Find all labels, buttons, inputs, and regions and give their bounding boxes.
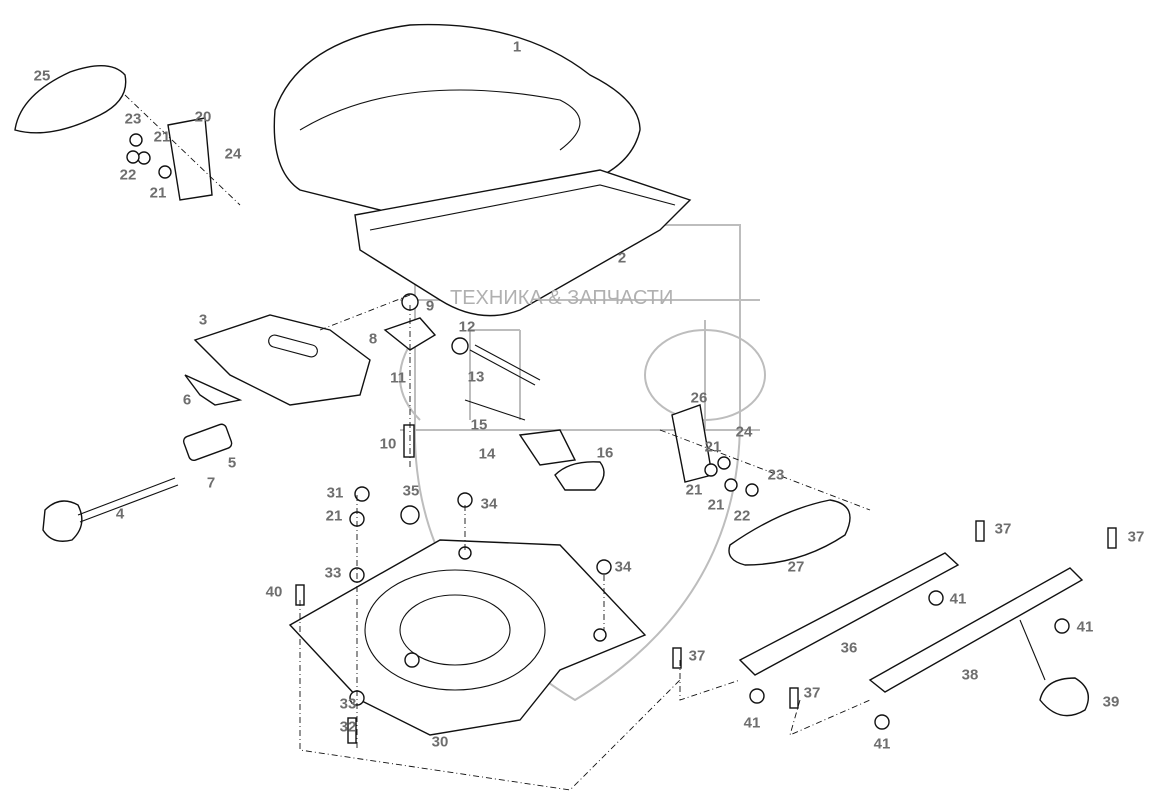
rod-13 — [469, 344, 541, 386]
part-label: 21 — [685, 481, 703, 499]
part-label: 37 — [994, 520, 1012, 538]
part-label: 4 — [115, 505, 125, 523]
bracket-6 — [184, 374, 243, 406]
part-label: 26 — [690, 389, 708, 407]
part-label: 35 — [402, 482, 420, 500]
cover-plate — [193, 314, 371, 406]
part-label: 25 — [33, 67, 51, 85]
part-label: 41 — [743, 714, 761, 732]
part-label: 21 — [325, 507, 343, 525]
bracket-20 — [167, 117, 213, 201]
part-label: 20 — [194, 108, 212, 126]
part-label: 15 — [470, 416, 488, 434]
seat-cushion — [273, 23, 641, 227]
part-label: 3 — [198, 311, 208, 329]
part-label: 6 — [182, 391, 192, 409]
part-label: 40 — [265, 583, 283, 601]
part-label: 13 — [467, 368, 485, 386]
armrest-right — [728, 499, 851, 566]
latch-handle-39 — [1039, 677, 1089, 717]
part-label: 38 — [961, 666, 979, 684]
armrest-left — [14, 65, 127, 134]
seat-pan — [354, 169, 692, 317]
part-label: 31 — [326, 484, 344, 502]
bolt-10 — [403, 424, 415, 458]
handle-16 — [554, 461, 605, 491]
part-label: 34 — [614, 558, 632, 576]
part-label: 39 — [1102, 693, 1120, 711]
part-label: 27 — [787, 558, 805, 576]
slide-rail-38 — [868, 567, 1084, 693]
part-label: 33 — [324, 564, 342, 582]
part-label: 11 — [390, 369, 406, 387]
part-label: 23 — [124, 110, 142, 128]
part-label: 22 — [119, 166, 137, 184]
spindle — [77, 477, 179, 523]
part-label: 30 — [431, 733, 449, 751]
part-label: 2 — [617, 249, 627, 267]
part-label: 12 — [458, 318, 476, 336]
part-label: 8 — [368, 330, 378, 348]
part-label: 33 — [339, 695, 357, 713]
part-label: 21 — [153, 128, 171, 146]
assembly-lines — [124, 94, 871, 791]
part-label: 22 — [733, 507, 751, 525]
slide-rail-36 — [738, 552, 960, 676]
part-label: 24 — [224, 145, 242, 163]
part-label: 41 — [873, 735, 891, 753]
swivel-base-plate — [288, 539, 647, 736]
part-label: 1 — [512, 38, 522, 56]
part-label: 21 — [149, 184, 167, 202]
part-label: 7 — [206, 474, 216, 492]
part-label: 9 — [425, 297, 435, 315]
part-label: 21 — [704, 438, 722, 456]
part-label: 14 — [478, 445, 496, 463]
part-label: 16 — [596, 444, 614, 462]
slide-block — [182, 423, 233, 462]
part-label: 36 — [840, 639, 858, 657]
part-label: 32 — [339, 718, 357, 736]
part-label: 24 — [735, 423, 753, 441]
lever-14 — [518, 429, 577, 466]
part-label: 21 — [707, 496, 725, 514]
part-label: 23 — [767, 466, 785, 484]
part-label: 34 — [480, 495, 498, 513]
handwheel-knob — [42, 500, 83, 542]
part-label: 37 — [688, 647, 706, 665]
part-label: 5 — [227, 454, 237, 472]
part-label: 10 — [379, 435, 397, 453]
spring-15 — [464, 399, 526, 421]
part-label: 41 — [1076, 618, 1094, 636]
part-label: 37 — [1127, 528, 1145, 546]
watermark-text: ТЕХНИКА & ЗАПЧАСТИ — [450, 287, 673, 309]
part-label: 37 — [803, 684, 821, 702]
part-label: 41 — [949, 590, 967, 608]
